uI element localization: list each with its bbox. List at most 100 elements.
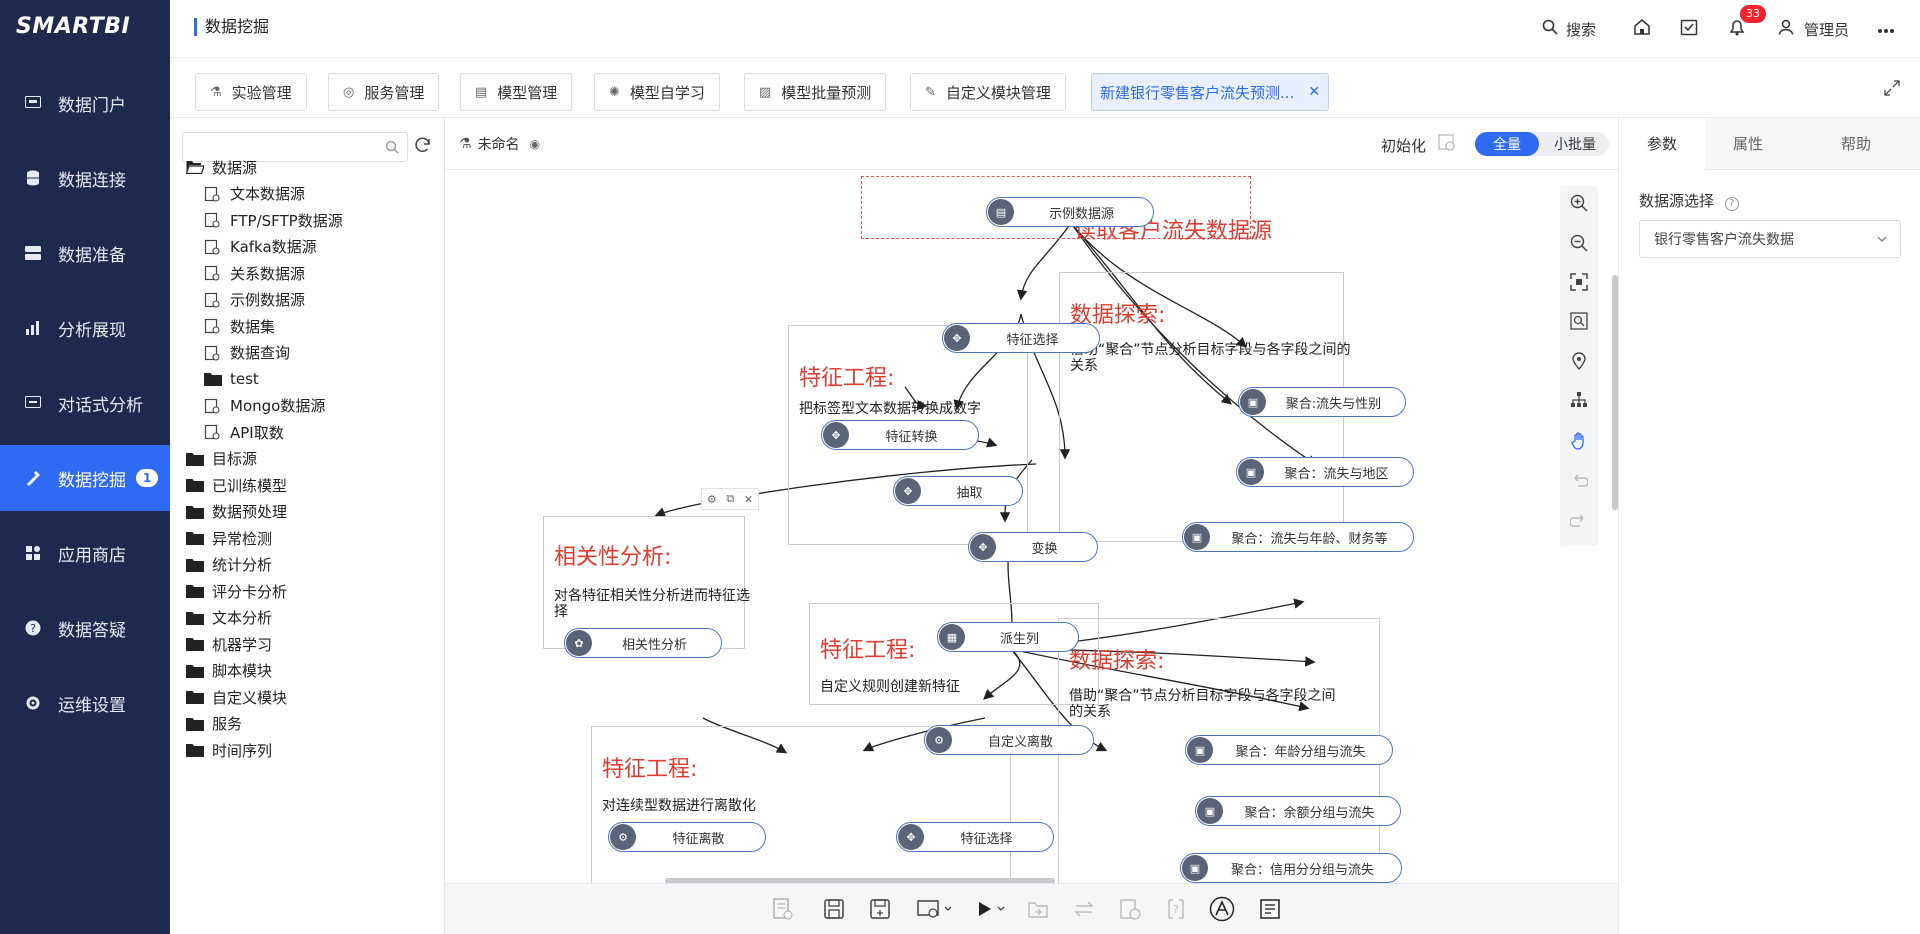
search-button[interactable]: 搜索 — [1542, 17, 1596, 41]
tab-current-experiment[interactable]: 新建银行零售客户流失预测... ✕ — [1091, 73, 1330, 111]
tab-custom-module-mgmt[interactable]: ✎ 自定义模块管理 — [910, 73, 1066, 111]
tree-leaf-item[interactable]: 文本数据源 — [204, 181, 305, 207]
node-agg-age-group[interactable]: ▣ 聚合：年龄分组与流失 — [1185, 735, 1393, 765]
swap-icon[interactable] — [1073, 898, 1095, 924]
save-as-icon[interactable] — [869, 898, 891, 924]
locate-icon[interactable] — [1570, 352, 1588, 371]
fit-view-icon[interactable] — [1570, 273, 1588, 291]
search-node-icon[interactable] — [1570, 312, 1588, 330]
tab-help[interactable]: 帮助 — [1791, 118, 1920, 170]
workflow-canvas[interactable]: 读取客户流失数据源 特征工程: 把标签型文本数据转换成数字 数据探索: 借助“聚… — [445, 170, 1618, 883]
node-sample-datasource[interactable]: ▤ 示例数据源 — [986, 197, 1154, 227]
node-extract[interactable]: ✥ 抽取 — [893, 476, 1023, 506]
node-feature-select-1[interactable]: ✥ 特征选择 — [942, 323, 1100, 353]
tree-leaf-item[interactable]: API取数 — [204, 419, 284, 445]
node-agg-region[interactable]: ▣ 聚合：流失与地区 — [1236, 457, 1414, 487]
tree-leaf-item[interactable]: Mongo数据源 — [204, 393, 325, 419]
init-button[interactable]: 初始化 — [1381, 137, 1427, 155]
layout-tree-icon[interactable] — [1570, 391, 1588, 409]
redo-icon[interactable] — [1569, 512, 1588, 530]
node-feature-select-2[interactable]: ✥ 特征选择 — [896, 822, 1054, 852]
tree-folder-item[interactable]: 异常检测 — [186, 525, 272, 551]
tree-leaf-item[interactable]: 示例数据源 — [204, 287, 305, 313]
nav-item-ops-settings[interactable]: 运维设置 — [0, 670, 170, 736]
nav-item-data-prep[interactable]: 数据准备 — [0, 220, 170, 286]
mode-full-button[interactable]: 全量 — [1475, 132, 1539, 156]
auto-layout-icon[interactable] — [1209, 896, 1235, 926]
help-circle-icon[interactable]: ? — [1724, 197, 1739, 211]
tab-attributes[interactable]: 属性 — [1705, 118, 1791, 170]
zoom-in-icon[interactable] — [1570, 194, 1588, 212]
fullscreen-button[interactable] — [1884, 80, 1900, 100]
group-feature-eng-3[interactable]: 特征工程: 对连续型数据进行离散化 — [591, 726, 1011, 883]
tree-leaf-item[interactable]: 关系数据源 — [204, 260, 305, 286]
node-feature-discretize[interactable]: ⚙ 特征离散 — [608, 822, 766, 852]
tree-folder-item[interactable]: 已训练模型 — [186, 472, 287, 498]
horizontal-scrollbar[interactable] — [665, 878, 1055, 884]
tab-service-mgmt[interactable]: ◎ 服务管理 — [328, 73, 440, 111]
tree-folder-item[interactable]: 目标源 — [186, 446, 257, 472]
schedule-icon[interactable] — [1119, 898, 1141, 924]
tree-leaf-item[interactable]: 数据集 — [204, 313, 275, 339]
group-feature-eng-2[interactable]: 特征工程: 自定义规则创建新特征 — [809, 603, 1099, 705]
notes-icon[interactable] — [1259, 898, 1281, 924]
tab-model-mgmt[interactable]: ▤ 模型管理 — [460, 73, 573, 111]
run-mode-toggle[interactable]: 全量 小批量 — [1475, 132, 1609, 156]
undo-icon[interactable] — [1570, 472, 1589, 490]
node-agg-age-finance[interactable]: ▣ 聚合：流失与年龄、财务等 — [1182, 522, 1414, 552]
nav-item-data-connect[interactable]: 数据连接 — [0, 145, 170, 211]
node-transform[interactable]: ✥ 变换 — [968, 532, 1098, 562]
tree-folder-item[interactable]: 数据源 — [185, 154, 257, 180]
zoom-out-icon[interactable] — [1570, 234, 1588, 252]
notification-button[interactable]: 33 — [1728, 5, 1766, 41]
settings-icon[interactable]: ◉ — [529, 137, 541, 151]
experiment-name[interactable]: ⚗ 未命名 ◉ — [459, 134, 540, 154]
node-correlation[interactable]: ✿ 相关性分析 — [564, 628, 722, 658]
run-config-icon[interactable] — [917, 898, 955, 924]
home-button[interactable] — [1633, 17, 1651, 41]
nav-item-data-mining[interactable]: 数据挖掘 1 — [0, 445, 170, 511]
vertical-scrollbar[interactable] — [1612, 275, 1618, 510]
node-feature-convert[interactable]: ✥ 特征转换 — [821, 420, 979, 450]
tree-folder-item[interactable]: 机器学习 — [186, 631, 272, 657]
pan-hand-icon[interactable] — [1570, 432, 1588, 450]
tree-leaf-item[interactable]: 数据查询 — [204, 340, 290, 366]
play-icon[interactable] — [975, 898, 1009, 924]
tree-folder-item[interactable]: 文本分析 — [186, 605, 272, 631]
tree-folder-item[interactable]: 数据预处理 — [186, 499, 287, 525]
close-icon[interactable]: ✕ — [1308, 84, 1321, 100]
tab-params[interactable]: 参数 — [1619, 118, 1705, 170]
import-icon[interactable] — [1027, 898, 1049, 924]
node-agg-gender[interactable]: ▣ 聚合:流失与性别 — [1238, 387, 1406, 417]
group-feature-eng-1[interactable]: 特征工程: 把标签型文本数据转换成数字 — [788, 325, 1028, 545]
tab-experiment-mgmt[interactable]: ⚗ 实验管理 — [195, 73, 307, 111]
refresh-button[interactable] — [414, 136, 432, 158]
nav-item-app-store[interactable]: 应用商店 — [0, 520, 170, 586]
tree-leaf-item[interactable]: FTP/SFTP数据源 — [204, 207, 343, 233]
tree-folder-item[interactable]: 统计分析 — [186, 552, 272, 578]
nav-item-chat-analysis[interactable]: 对话式分析 — [0, 370, 170, 436]
node-agg-credit-group[interactable]: ▣ 聚合：信用分分组与流失 — [1180, 853, 1402, 883]
tree-search-input[interactable] — [182, 132, 408, 162]
group-correlation[interactable]: 相关性分析: 对各特征相关性分析进而特征选 择 — [543, 516, 750, 649]
nav-item-data-qa[interactable]: ? 数据答疑 — [0, 595, 170, 661]
help-doc-icon[interactable]: ? — [1165, 898, 1187, 924]
nav-item-data-portal[interactable]: 数据门户 — [0, 70, 170, 136]
tree-folder-item[interactable]: test — [204, 366, 259, 392]
group-data-explore-2[interactable]: 数据探索: 借助“聚合”节点分析目标字段与各字段之间 的关系 — [1058, 618, 1380, 883]
init-icon[interactable] — [1437, 133, 1457, 157]
log-icon[interactable] — [772, 898, 794, 924]
tree-leaf-item[interactable]: Kafka数据源 — [204, 234, 317, 260]
tab-model-self-learning[interactable]: ✺ 模型自学习 — [594, 73, 720, 111]
tree-folder-item[interactable]: 评分卡分析 — [186, 578, 287, 604]
tree-folder-item[interactable]: 服务 — [186, 711, 242, 737]
tasks-button[interactable] — [1680, 17, 1698, 41]
close-icon[interactable]: ✕ — [743, 492, 754, 506]
nav-item-analysis[interactable]: 分析展现 — [0, 295, 170, 361]
more-button[interactable] — [1877, 17, 1895, 41]
datasource-select[interactable]: 银行零售客户流失数据 — [1639, 220, 1901, 258]
node-derive-column[interactable]: ▦ 派生列 — [937, 622, 1079, 652]
user-menu[interactable]: 管理员 — [1778, 17, 1849, 41]
tree-folder-item[interactable]: 脚本模块 — [186, 658, 272, 684]
gear-icon[interactable]: ⚙ — [706, 492, 717, 506]
